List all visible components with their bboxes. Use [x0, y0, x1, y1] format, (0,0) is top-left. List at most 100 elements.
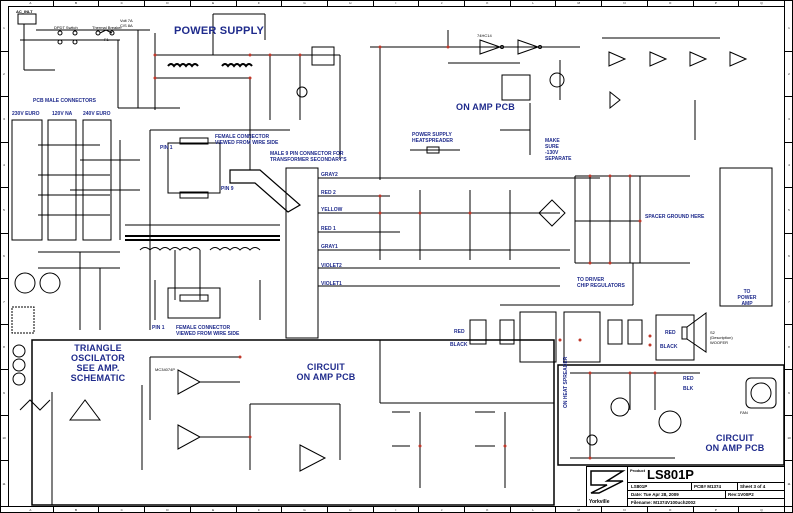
zone-column-marker: L — [511, 0, 557, 6]
male-connector-1: MALE 9 PIN CONNECTOR FOR — [270, 151, 344, 157]
zone-row-marker: 5 — [785, 188, 793, 234]
zone-column-marker: G — [282, 0, 328, 6]
zone-column-marker: P — [694, 0, 740, 6]
female-connector-top-1: FEMALE CONNECTOR — [215, 134, 270, 140]
zone-column-marker: A — [8, 0, 54, 6]
yorkville-logo-icon — [590, 470, 626, 494]
pin9-label: PIN 9 — [221, 186, 234, 192]
spacer-ground-label: SPACER GROUND HERE — [645, 214, 705, 220]
female-connector-bottom-1: FEMALE CONNECTOR — [176, 325, 231, 331]
revision-cell: Rev:1V00P2 — [728, 492, 754, 497]
circuit-on-amp-pcb-right: CIRCUIT ON AMP PCB — [695, 433, 775, 453]
circuit-on-amp-pcb-mid: CIRCUIT ON AMP PCB — [290, 362, 362, 382]
wire-violet2: VIOLET2 — [321, 263, 342, 269]
voltage-230-label: 230V EURO — [12, 111, 40, 117]
triangle-line-1: TRIANGLE — [74, 343, 122, 353]
ac-inlet-symbol — [17, 13, 37, 25]
triangle-line-2: OSCILATOR — [71, 353, 125, 363]
to-power-amp-line-3: AMP — [741, 301, 753, 307]
wire-red2: RED 2 — [321, 190, 336, 196]
power-supply-title: POWER SUPPLY — [174, 25, 265, 37]
zone-column-marker: C — [99, 507, 146, 513]
product-label: Product — [630, 468, 646, 473]
zone-column-marker: F — [237, 507, 283, 513]
zone-row-marker: 5 — [0, 188, 8, 234]
zone-column-marker: M — [556, 0, 603, 6]
woofer-label-2: (Description) — [710, 335, 733, 340]
inner-border — [8, 6, 785, 507]
female-connector-bottom-2: VIEWED FROM WIRE SIDE — [176, 331, 240, 337]
wire-gray2: GRAY2 — [321, 172, 338, 178]
male-connector-2: TRANSFORMER SECONDARY'S — [270, 157, 347, 163]
fuse-ref: F1 — [104, 37, 109, 42]
zone-column-marker: A — [8, 507, 54, 513]
zone-column-marker: B — [54, 0, 100, 6]
zone-column-marker: K — [465, 0, 511, 6]
wire-black-right: BLACK — [660, 344, 678, 350]
wire-black-left: BLACK — [450, 342, 468, 348]
wire-red-left: RED — [454, 329, 465, 335]
zone-row-marker: 3 — [0, 97, 8, 143]
heatspreader-label-2: HEATSPREADER — [412, 138, 454, 144]
voltage-120-label: 120V NA — [52, 111, 73, 117]
zone-row-marker: 4 — [0, 143, 8, 189]
company-name: Yorkville — [589, 499, 610, 505]
zone-column-marker: E — [191, 507, 237, 513]
to-driver-label-2: CHIP REGULATORS — [577, 283, 625, 289]
fan-ref: FAN — [740, 410, 748, 415]
zone-row-marker: 11 — [785, 461, 793, 508]
circuit-mid-line-1: CIRCUIT — [307, 362, 345, 372]
make-sure-line-4: SEPARATE — [545, 156, 572, 162]
thermal-breaker-label: Thermal Breaker — [92, 25, 122, 30]
make-sure-line-1: MAKE — [545, 138, 560, 144]
wire-gray1: GRAY1 — [321, 244, 338, 250]
zone-column-marker: D — [145, 507, 191, 513]
pin1-top-label: PIN 1 — [160, 145, 173, 151]
zone-column-marker: Q — [739, 0, 785, 6]
sheet-cell: Sheet 3 of 4 — [740, 484, 766, 489]
triangle-line-4: SCHEMATIC — [70, 373, 126, 383]
fuse-rating-1: Volt 7A — [120, 18, 133, 23]
zone-row-marker: 1 — [0, 6, 8, 52]
wire-violet1: VIOLET1 — [321, 281, 342, 287]
logic-gate-ref: 74HC14 — [477, 33, 492, 38]
zone-column-marker: O — [648, 0, 694, 6]
filename-cell: Filename: M1374V100uch2002 — [631, 500, 696, 505]
zone-row-marker: 6 — [785, 234, 793, 280]
product-name: LS801P — [647, 467, 694, 482]
to-power-amp-line-2: POWER — [737, 295, 757, 301]
zone-column-marker: D — [145, 0, 191, 6]
company-logo: Yorkville — [587, 467, 628, 506]
zone-column-marker: L — [511, 507, 557, 513]
fuse-rating-2: C/S 8A — [120, 23, 133, 28]
zone-row-marker: 2 — [785, 52, 793, 98]
circuit-right-line-1: CIRCUIT — [716, 433, 754, 443]
zone-column-marker: E — [191, 0, 237, 6]
triangle-line-3: SEE AMP. — [76, 363, 120, 373]
zone-row-marker: 8 — [0, 325, 8, 371]
zone-column-marker: J — [419, 507, 466, 513]
wire-yellow: YELLOW — [321, 207, 343, 213]
to-power-amp-label: TO POWER AMP — [735, 289, 759, 307]
date-cell: Date: Tue Apr 28, 2009 — [631, 492, 679, 497]
zone-row-marker: 9 — [0, 370, 8, 416]
zone-column-marker: F — [237, 0, 283, 6]
zone-column-marker: N — [602, 0, 648, 6]
make-sure-line-2: SURE — [545, 144, 559, 150]
zone-column-marker: C — [99, 0, 146, 6]
zone-row-marker: 6 — [0, 234, 8, 280]
zone-row-marker: 7 — [785, 279, 793, 325]
pin1-bottom-label: PIN 1 — [152, 325, 165, 331]
dpdt-switch-label: DPDT Switch — [54, 25, 78, 30]
zone-column-marker: N — [602, 507, 648, 513]
voltage-240-label: 240V EURO — [83, 111, 111, 117]
zone-column-marker: I — [374, 507, 420, 513]
zone-column-marker: K — [465, 507, 511, 513]
pcb-male-connectors-label: PCB MALE CONNECTORS — [33, 98, 96, 104]
ac-inlet-label: AC_INLT — [16, 9, 33, 14]
zone-row-marker: 7 — [0, 279, 8, 325]
